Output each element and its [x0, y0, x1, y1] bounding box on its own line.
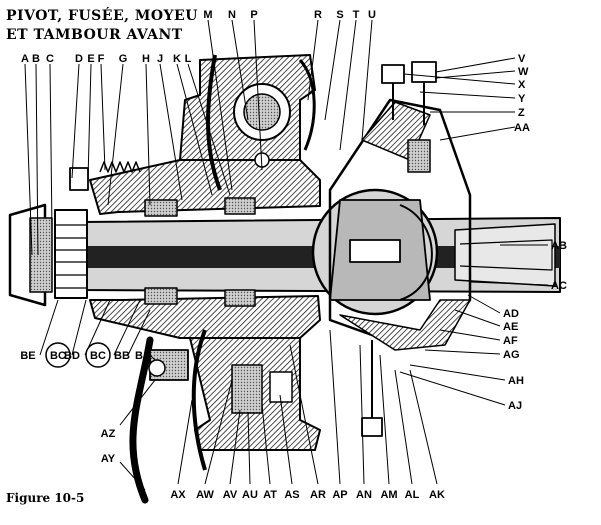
- label-ah: AH: [508, 375, 524, 387]
- label-ap: AP: [332, 489, 347, 501]
- label-n: N: [228, 9, 236, 21]
- label-e: E: [87, 53, 94, 65]
- label-aa: AA: [514, 122, 530, 134]
- bolt-upper-2: [411, 61, 437, 83]
- outer-bearing-upper: [144, 199, 178, 217]
- diagram-title-line1: PIVOT, FUSÉE, MOYEU: [6, 8, 198, 24]
- spring: [99, 161, 141, 173]
- label-t: T: [353, 9, 360, 21]
- label-f: F: [98, 53, 105, 65]
- label-an: AN: [356, 489, 372, 501]
- label-au: AU: [242, 489, 258, 501]
- label-l: L: [185, 53, 192, 65]
- label-ac: AC: [551, 280, 567, 292]
- label-aj: AJ: [508, 400, 522, 412]
- label-w: W: [518, 66, 529, 78]
- label-a: A: [21, 53, 29, 65]
- label-be: BE: [20, 350, 35, 362]
- label-ag: AG: [503, 349, 520, 361]
- label-b: B: [32, 53, 40, 65]
- diagram-title-line2: ET TAMBOUR AVANT: [6, 27, 183, 43]
- label-bc: BC: [50, 350, 66, 362]
- label-s: S: [336, 9, 343, 21]
- label-u: U: [368, 9, 376, 21]
- label-y: Y: [518, 93, 526, 105]
- bolt-upper-1: [381, 64, 405, 84]
- label-al: AL: [405, 489, 420, 501]
- label-r: R: [314, 9, 322, 21]
- label-as: AS: [284, 489, 299, 501]
- label-c: C: [46, 53, 54, 65]
- inner-bearing-upper: [224, 197, 256, 215]
- label-m: M: [203, 9, 212, 21]
- label-am: AM: [380, 489, 397, 501]
- outer-bearing-lower: [144, 287, 178, 305]
- label-ar: AR: [310, 489, 326, 501]
- label-aw: AW: [196, 489, 214, 501]
- bc-marker-1: [45, 342, 71, 368]
- label-at: AT: [263, 489, 277, 501]
- label-ab: AB: [551, 240, 567, 252]
- label-k: K: [173, 53, 181, 65]
- inner-bearing-lower: [224, 289, 256, 307]
- spindle-nut: [54, 209, 88, 299]
- label-z: Z: [518, 107, 525, 119]
- label-bc: BC: [90, 350, 106, 362]
- label-h: H: [142, 53, 150, 65]
- label-g: G: [119, 53, 128, 65]
- label-j: J: [157, 53, 163, 65]
- label-af: AF: [503, 335, 518, 347]
- bolt-lower: [361, 417, 383, 437]
- label-bb: BB: [114, 350, 130, 362]
- leader-lines: [24, 19, 549, 491]
- lower-bearing-stack: [231, 364, 263, 414]
- label-ae: AE: [503, 321, 518, 333]
- figure-caption: Figure 10-5: [6, 491, 85, 505]
- label-p: P: [250, 9, 257, 21]
- label-ad: AD: [503, 308, 519, 320]
- label-x: X: [518, 79, 526, 91]
- label-av: AV: [223, 489, 238, 501]
- mechanism: [8, 54, 561, 504]
- labels-bottom: AX AW AV AU AT AS AR AP AN AM AL AK: [170, 489, 445, 501]
- label-v: V: [518, 53, 526, 65]
- label-ba: BA: [135, 350, 151, 362]
- label-ax: AX: [170, 489, 186, 501]
- label-az: AZ: [101, 428, 116, 440]
- label-ak: AK: [429, 489, 445, 501]
- label-ay: AY: [101, 453, 116, 465]
- label-d: D: [75, 53, 83, 65]
- label-bd: BD: [64, 350, 80, 362]
- bc-marker-2: [85, 342, 111, 368]
